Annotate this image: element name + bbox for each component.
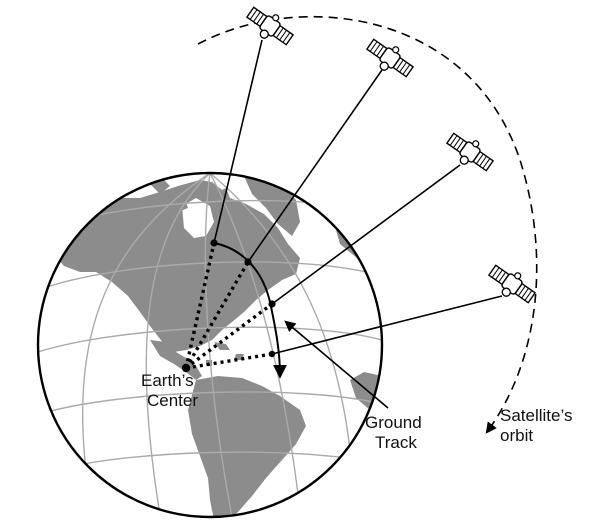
earth-globe — [36, 171, 384, 519]
south-america-landmass — [188, 376, 306, 517]
satellite-icon-1 — [241, 0, 298, 52]
center-to-ground-lines — [184, 242, 274, 370]
satellite-orbit-label-line2: orbit — [500, 426, 534, 445]
ground-to-satellite-lines — [213, 39, 503, 355]
satellite-icon-3 — [441, 126, 498, 178]
earth-center-point — [181, 363, 191, 373]
earth-center-label-line1: Earth’s — [141, 371, 194, 390]
north-america-landmass — [52, 180, 300, 352]
ground-track-label-line2: Track — [375, 433, 417, 452]
ground-track-pointer — [284, 320, 389, 409]
satellite-orbit-label: Satellite’s orbit — [500, 406, 572, 446]
satellite-icon-2 — [361, 32, 418, 84]
satellite-orbit-label-line1: Satellite’s — [500, 406, 573, 425]
ground-points — [210, 239, 276, 358]
ground-track-label-line1: Ground — [365, 413, 422, 432]
satellite-orbit-path — [197, 15, 538, 434]
earth-center-label: Earth’s Center — [141, 371, 198, 411]
satellite-icon-4 — [483, 258, 540, 310]
ground-track-label: Ground Track — [365, 413, 422, 453]
earth-center-label-line2: Center — [147, 391, 199, 410]
